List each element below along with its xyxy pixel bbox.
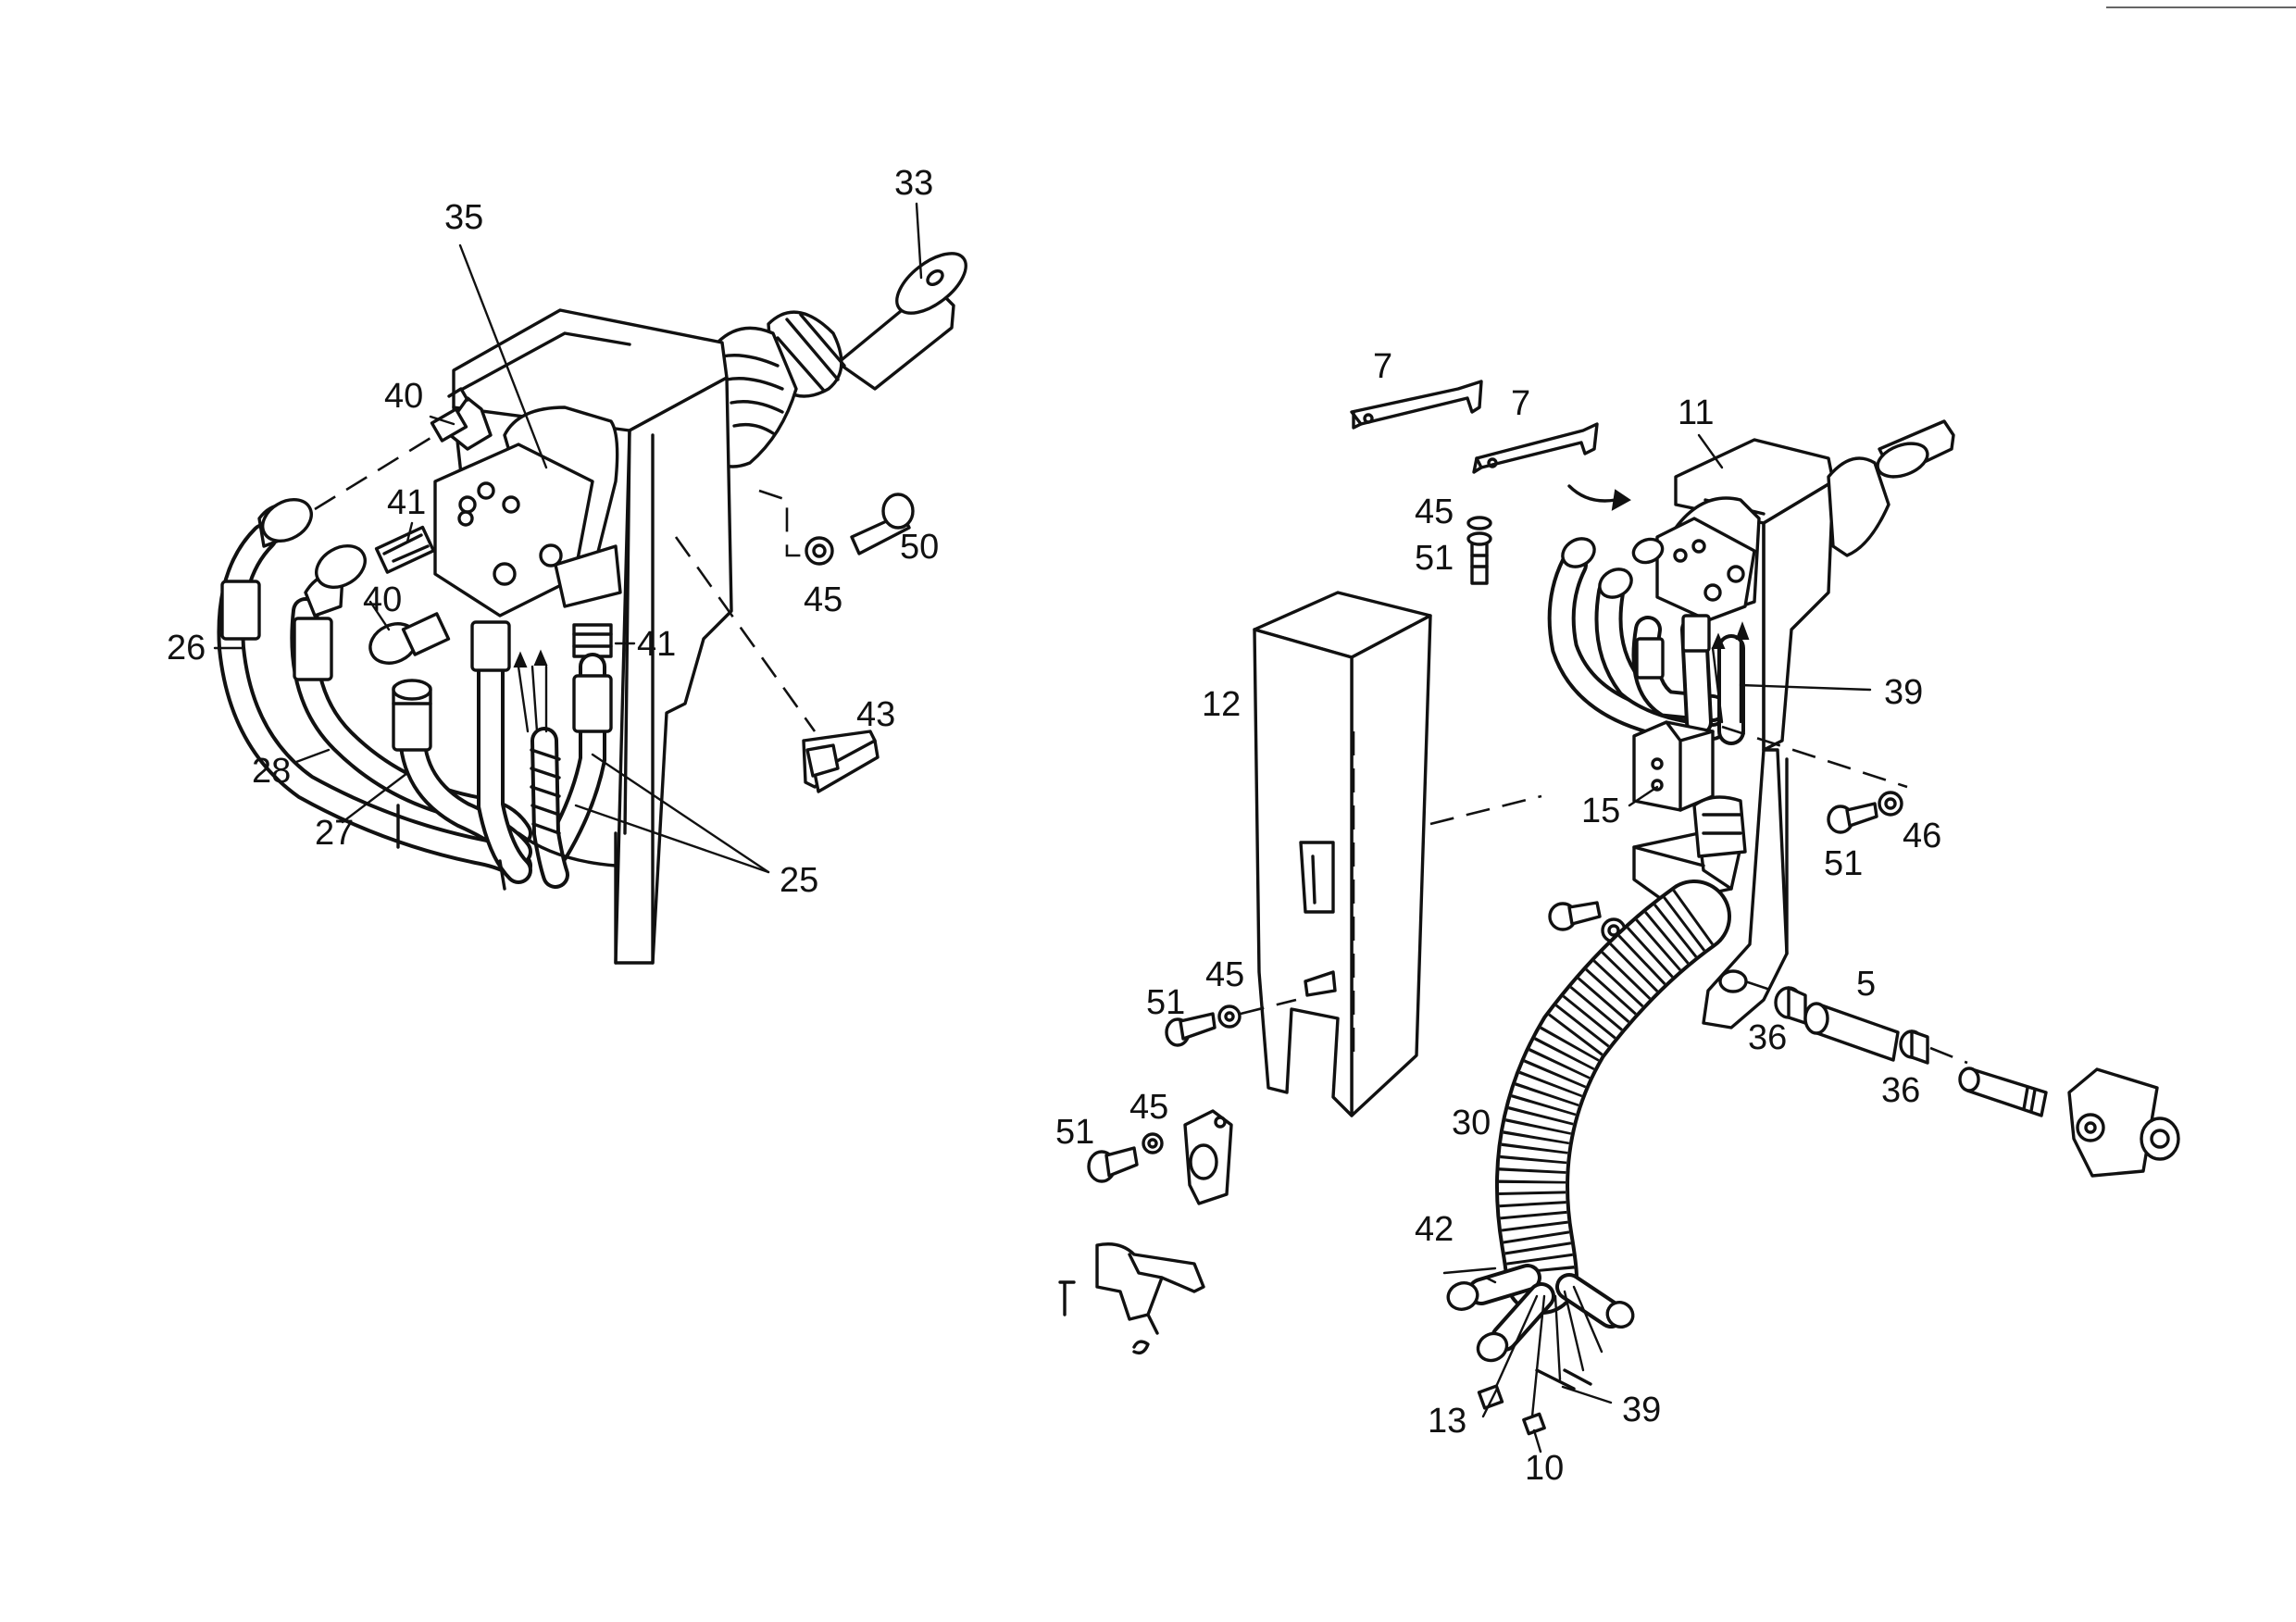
clip-bracket [1058, 1242, 1205, 1355]
dash-46 [1721, 725, 1908, 789]
callout-27: 27 [315, 814, 354, 853]
right-leaders [1442, 433, 1872, 1454]
callout-40-lower: 40 [363, 580, 402, 619]
callout-41-lower: 41 [637, 625, 676, 664]
callout-5: 5 [1856, 965, 1876, 1004]
screw-51-housing [1827, 802, 1878, 834]
washer-45-plate [1142, 1132, 1164, 1154]
dash-pin [1744, 979, 1788, 997]
callout-51-cover: 51 [1146, 983, 1185, 1022]
callout-41-upper: 41 [387, 483, 426, 522]
callout-42: 42 [1415, 1210, 1454, 1249]
bracket-7-right [1472, 422, 1599, 474]
callout-51-plate: 51 [1055, 1113, 1094, 1152]
washer-45-upper [1466, 516, 1492, 530]
callout-46: 46 [1903, 817, 1941, 855]
block-15 [1632, 720, 1747, 905]
callout-35: 35 [444, 198, 483, 237]
callout-26: 26 [167, 629, 206, 668]
hoses-right [1547, 537, 1750, 745]
dash-spacer [1929, 1046, 1968, 1065]
fitting-40-lower [368, 612, 451, 665]
valve-block-35 [433, 406, 622, 618]
screw-50 [850, 493, 915, 555]
fitting-41-lower [572, 623, 613, 658]
callout-39-lower: 39 [1622, 1391, 1661, 1429]
lever-handle-33 [767, 252, 967, 398]
callout-45-cover: 45 [1205, 955, 1244, 994]
pin-shaft [1958, 1067, 2048, 1117]
callout-15: 15 [1581, 792, 1620, 830]
callout-43: 43 [856, 695, 895, 734]
spacer-5 [1803, 1002, 1900, 1062]
dash-cover [1240, 998, 1297, 1016]
callout-36-left: 36 [1748, 1018, 1787, 1057]
control-housing [452, 308, 733, 965]
callout-25: 25 [780, 861, 818, 900]
left-assembly [213, 202, 967, 965]
callout-51-upper: 51 [1415, 539, 1454, 578]
hose-26 [217, 498, 532, 880]
screw-51-upper [1466, 531, 1492, 585]
callout-51-housing: 51 [1824, 844, 1863, 883]
fitting-41-upper [374, 525, 435, 574]
dash-43 [674, 536, 817, 732]
callout-7-right: 7 [1511, 384, 1530, 423]
bracket-7-left [1350, 380, 1483, 430]
callout-40-upper: 40 [384, 377, 423, 416]
callout-13: 13 [1428, 1402, 1466, 1441]
valve-right [1631, 496, 1761, 622]
callout-45-upper: 45 [1415, 493, 1454, 531]
callout-33: 33 [894, 164, 933, 203]
arrow-curve [1567, 484, 1617, 503]
mount-plate [1183, 1109, 1233, 1205]
callout-45-plate: 45 [1129, 1088, 1168, 1127]
dash-fitting-left [314, 433, 436, 511]
callout-11: 11 [1678, 393, 1714, 432]
lever-right [1827, 419, 1955, 557]
callout-39-upper: 39 [1884, 673, 1923, 712]
pin-bracket-plate [2067, 1067, 2180, 1178]
callout-45-left: 45 [804, 580, 842, 619]
callout-10: 10 [1525, 1449, 1564, 1488]
dash-45-left [758, 489, 813, 557]
wire-harness [1446, 1264, 1635, 1436]
callout-50: 50 [900, 528, 939, 567]
callout-labels: 33 35 40 41 40 41 26 28 27 25 50 45 43 7… [167, 164, 1941, 1488]
washer-46 [1878, 791, 1903, 817]
screw-51-plate [1087, 1146, 1139, 1183]
callout-12: 12 [1202, 685, 1241, 724]
callout-28: 28 [252, 752, 291, 791]
cap-43 [802, 730, 880, 793]
left-leaders [213, 202, 923, 874]
washer-45 [805, 536, 834, 566]
callout-36-right: 36 [1881, 1071, 1920, 1110]
arrow-head [1611, 489, 1631, 511]
hose-bundle-25 [396, 620, 618, 891]
callout-7-left: 7 [1373, 347, 1392, 386]
screw-housing-lower [1548, 901, 1627, 943]
convoluted-tube-30 [1495, 880, 1731, 1315]
callout-30: 30 [1452, 1104, 1491, 1142]
right-assembly [1058, 380, 2180, 1454]
bushing-36-right [1899, 1029, 1929, 1065]
dash-cover-to-housing [1429, 794, 1542, 826]
screw-51-cover [1165, 1012, 1217, 1047]
fitting-40-upper [430, 387, 493, 451]
cover-12 [1253, 591, 1432, 1117]
washer-45-cover [1217, 1004, 1242, 1029]
